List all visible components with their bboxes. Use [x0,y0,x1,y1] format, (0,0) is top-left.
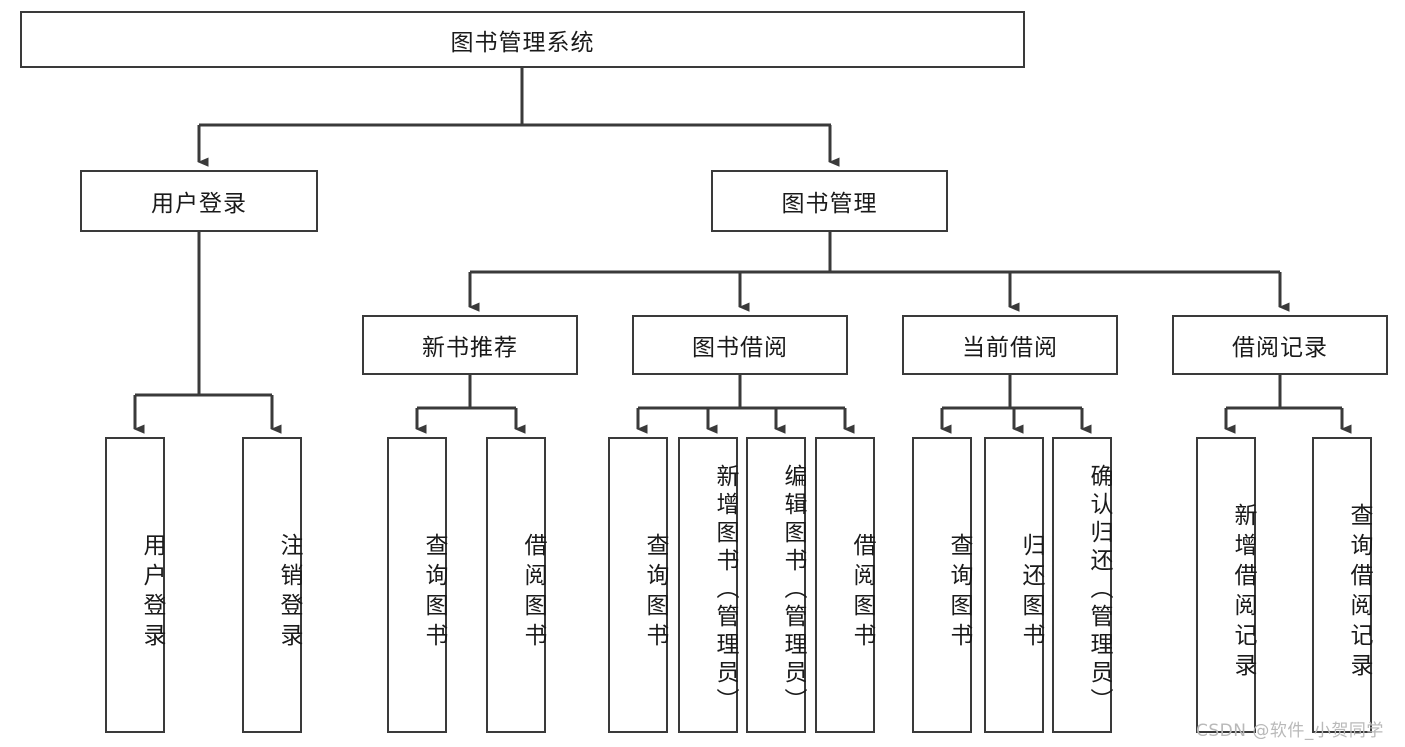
node-book-borrow[interactable]: 图书借阅 [632,315,848,375]
node-leaf-user-login[interactable]: 用户登录 [105,437,165,733]
node-leaf-return-book[interactable]: 归还图书 [984,437,1044,733]
node-leaf-confirm-return-label: 确认归还（管理员） [1086,464,1112,716]
node-book-borrow-label: 图书借阅 [692,335,788,361]
node-root[interactable]: 图书管理系统 [20,11,1025,68]
node-leaf-user-logout-label: 注销登录 [276,533,302,653]
node-leaf-add-record[interactable]: 新增借阅记录 [1196,437,1256,733]
node-leaf-borrow-book-2[interactable]: 借阅图书 [815,437,875,733]
node-current-borrow[interactable]: 当前借阅 [902,315,1118,375]
node-leaf-query-record[interactable]: 查询借阅记录 [1312,437,1372,733]
edge-book-manage-children [468,232,1290,312]
node-book-manage-label: 图书管理 [781,191,878,217]
node-leaf-query-book-1-label: 查询图书 [421,533,447,653]
node-leaf-query-record-label: 查询借阅记录 [1346,503,1372,683]
edge-user-login-children [133,232,282,434]
node-leaf-add-book[interactable]: 新增图书（管理员） [678,437,738,733]
node-leaf-query-book-3-label: 查询图书 [946,533,972,653]
node-leaf-add-book-label: 新增图书（管理员） [712,464,738,716]
edge-new-book-rec-children [415,375,526,434]
node-leaf-return-book-label: 归还图书 [1018,533,1044,653]
edge-root-to-bus [197,68,840,167]
node-leaf-edit-book[interactable]: 编辑图书（管理员） [746,437,806,733]
node-leaf-query-book-3[interactable]: 查询图书 [912,437,972,733]
edge-book-borrow-children [636,375,855,434]
node-leaf-query-book-2-label: 查询图书 [642,533,668,653]
node-leaf-confirm-return[interactable]: 确认归还（管理员） [1052,437,1112,733]
node-current-borrow-label: 当前借阅 [962,335,1058,361]
edge-current-borrow-children [940,375,1092,434]
node-root-label: 图书管理系统 [450,29,595,56]
node-leaf-borrow-book-2-label: 借阅图书 [849,533,875,653]
node-leaf-query-book-2[interactable]: 查询图书 [608,437,668,733]
node-leaf-user-logout[interactable]: 注销登录 [242,437,302,733]
node-user-login[interactable]: 用户登录 [80,170,318,232]
node-borrow-record[interactable]: 借阅记录 [1172,315,1388,375]
edge-borrow-record-children [1224,375,1352,434]
node-leaf-edit-book-label: 编辑图书（管理员） [780,464,806,716]
node-borrow-record-label: 借阅记录 [1232,335,1328,361]
node-user-login-label: 用户登录 [151,191,247,217]
node-leaf-add-record-label: 新增借阅记录 [1230,503,1256,683]
node-book-manage[interactable]: 图书管理 [711,170,948,232]
node-leaf-user-login-label: 用户登录 [139,533,165,653]
node-leaf-borrow-book-1-label: 借阅图书 [520,533,546,653]
node-new-book-rec-label: 新书推荐 [422,335,518,361]
node-leaf-query-book-1[interactable]: 查询图书 [387,437,447,733]
node-leaf-borrow-book-1[interactable]: 借阅图书 [486,437,546,733]
node-new-book-rec[interactable]: 新书推荐 [362,315,578,375]
csdn-watermark: CSDN @软件_小贺同学 [1196,721,1384,741]
